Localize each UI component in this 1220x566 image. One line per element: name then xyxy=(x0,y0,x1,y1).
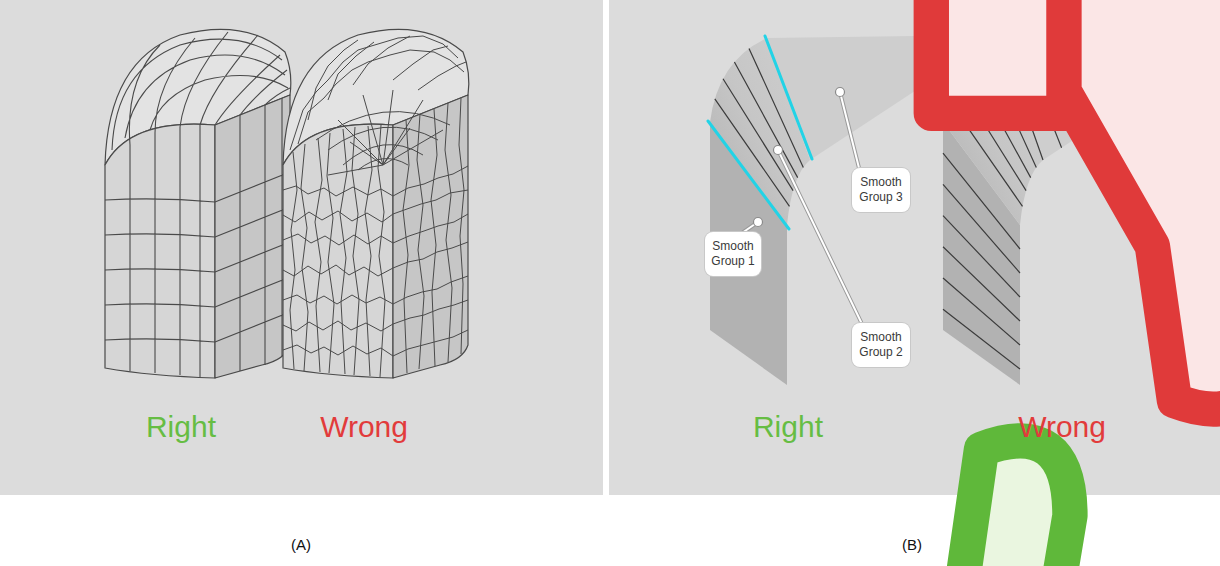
bend-edge-lines xyxy=(715,48,804,206)
callout-text: Smooth Group 1 xyxy=(708,239,758,269)
thumbs-down-icon xyxy=(931,0,1220,409)
mesh-front-face xyxy=(283,124,393,378)
verdict-label: Wrong xyxy=(320,410,408,444)
verdict-label: Right xyxy=(753,410,823,444)
clean-mesh-object xyxy=(105,29,291,378)
leader-line xyxy=(742,92,862,324)
callout-box: Smooth Group 3 xyxy=(852,168,910,212)
callout-box: Smooth Group 1 xyxy=(705,232,761,276)
callout-text: Smooth Group 3 xyxy=(855,175,907,205)
mesh-side-face xyxy=(215,95,290,378)
leader-dot xyxy=(754,218,763,227)
leader-dot xyxy=(836,88,845,97)
panel-label: (B) xyxy=(902,536,922,553)
smooth-group-border xyxy=(708,36,812,229)
verdict-label: Wrong xyxy=(1018,410,1106,444)
panel-background xyxy=(0,0,603,495)
panel-label: (A) xyxy=(291,536,311,553)
leader-dot xyxy=(774,146,783,155)
callout-leaders xyxy=(742,88,862,325)
mesh-grid-lines xyxy=(283,36,468,377)
mesh-grid-lines xyxy=(105,32,290,377)
messy-mesh-object xyxy=(283,29,469,378)
mesh-front-face xyxy=(105,124,215,378)
callout-box: Smooth Group 2 xyxy=(852,323,910,367)
callout-text: Smooth Group 2 xyxy=(855,330,907,360)
verdict-label: Right xyxy=(146,410,216,444)
leader-line-outline xyxy=(742,92,862,324)
thumbs-up-icon xyxy=(738,441,1220,566)
